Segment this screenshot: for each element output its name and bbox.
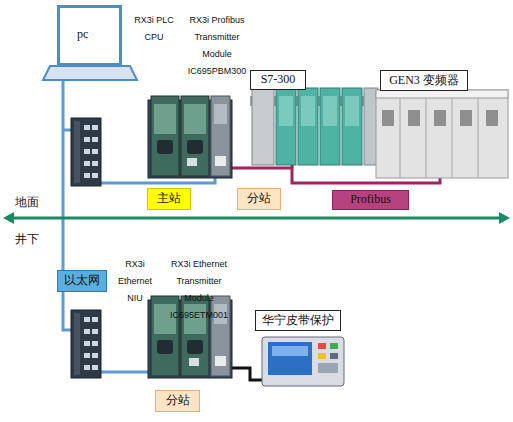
node-text: 以太网: [64, 274, 100, 288]
device-label-box: GEN3 变频器: [380, 70, 468, 91]
device-label-box: 华宁皮带保护: [255, 310, 341, 331]
inverter-cabinet: [376, 90, 508, 178]
ethernet-switch: [71, 118, 101, 186]
node-text: 分站: [166, 394, 190, 408]
node-text: Profibus: [350, 193, 391, 207]
network-tag: 以太网: [57, 270, 107, 292]
device-cable: [228, 368, 263, 380]
laptop-screen: pc: [57, 5, 122, 66]
zone-label: 地面: [10, 194, 44, 210]
belt-protection-device: [262, 337, 344, 386]
station-tag: 主站: [147, 188, 191, 210]
module-label: RX3i PLC CPU: [130, 12, 178, 46]
s7-300-plc: [250, 88, 380, 165]
ethernet-switch: [71, 310, 101, 378]
node-text: S7-300: [261, 73, 296, 87]
plc-rack: [148, 96, 232, 178]
node-text: pc: [77, 28, 88, 42]
module-label: RX3i Profibus Transmitter Module IC695PB…: [182, 12, 252, 80]
node-text: 主站: [157, 192, 181, 206]
node-text: GEN3 变频器: [389, 74, 459, 88]
ethernet-cable: [63, 80, 215, 378]
plc-rack: [148, 296, 232, 378]
node-text: 分站: [247, 192, 271, 206]
node-text: 华宁皮带保护: [262, 314, 334, 328]
module-label: RX3i Ethernet Transmitter Module IC695ET…: [164, 256, 234, 324]
ground-divider: [3, 212, 510, 224]
station-tag: 分站: [237, 188, 281, 210]
station-tag: 分站: [155, 390, 200, 412]
laptop-base: [43, 66, 137, 80]
module-label: RX3i Ethernet NIU: [114, 256, 156, 307]
device-label-box: S7-300: [250, 70, 306, 90]
zone-label: 井下: [10, 231, 44, 247]
bus-tag: Profibus: [332, 190, 409, 210]
